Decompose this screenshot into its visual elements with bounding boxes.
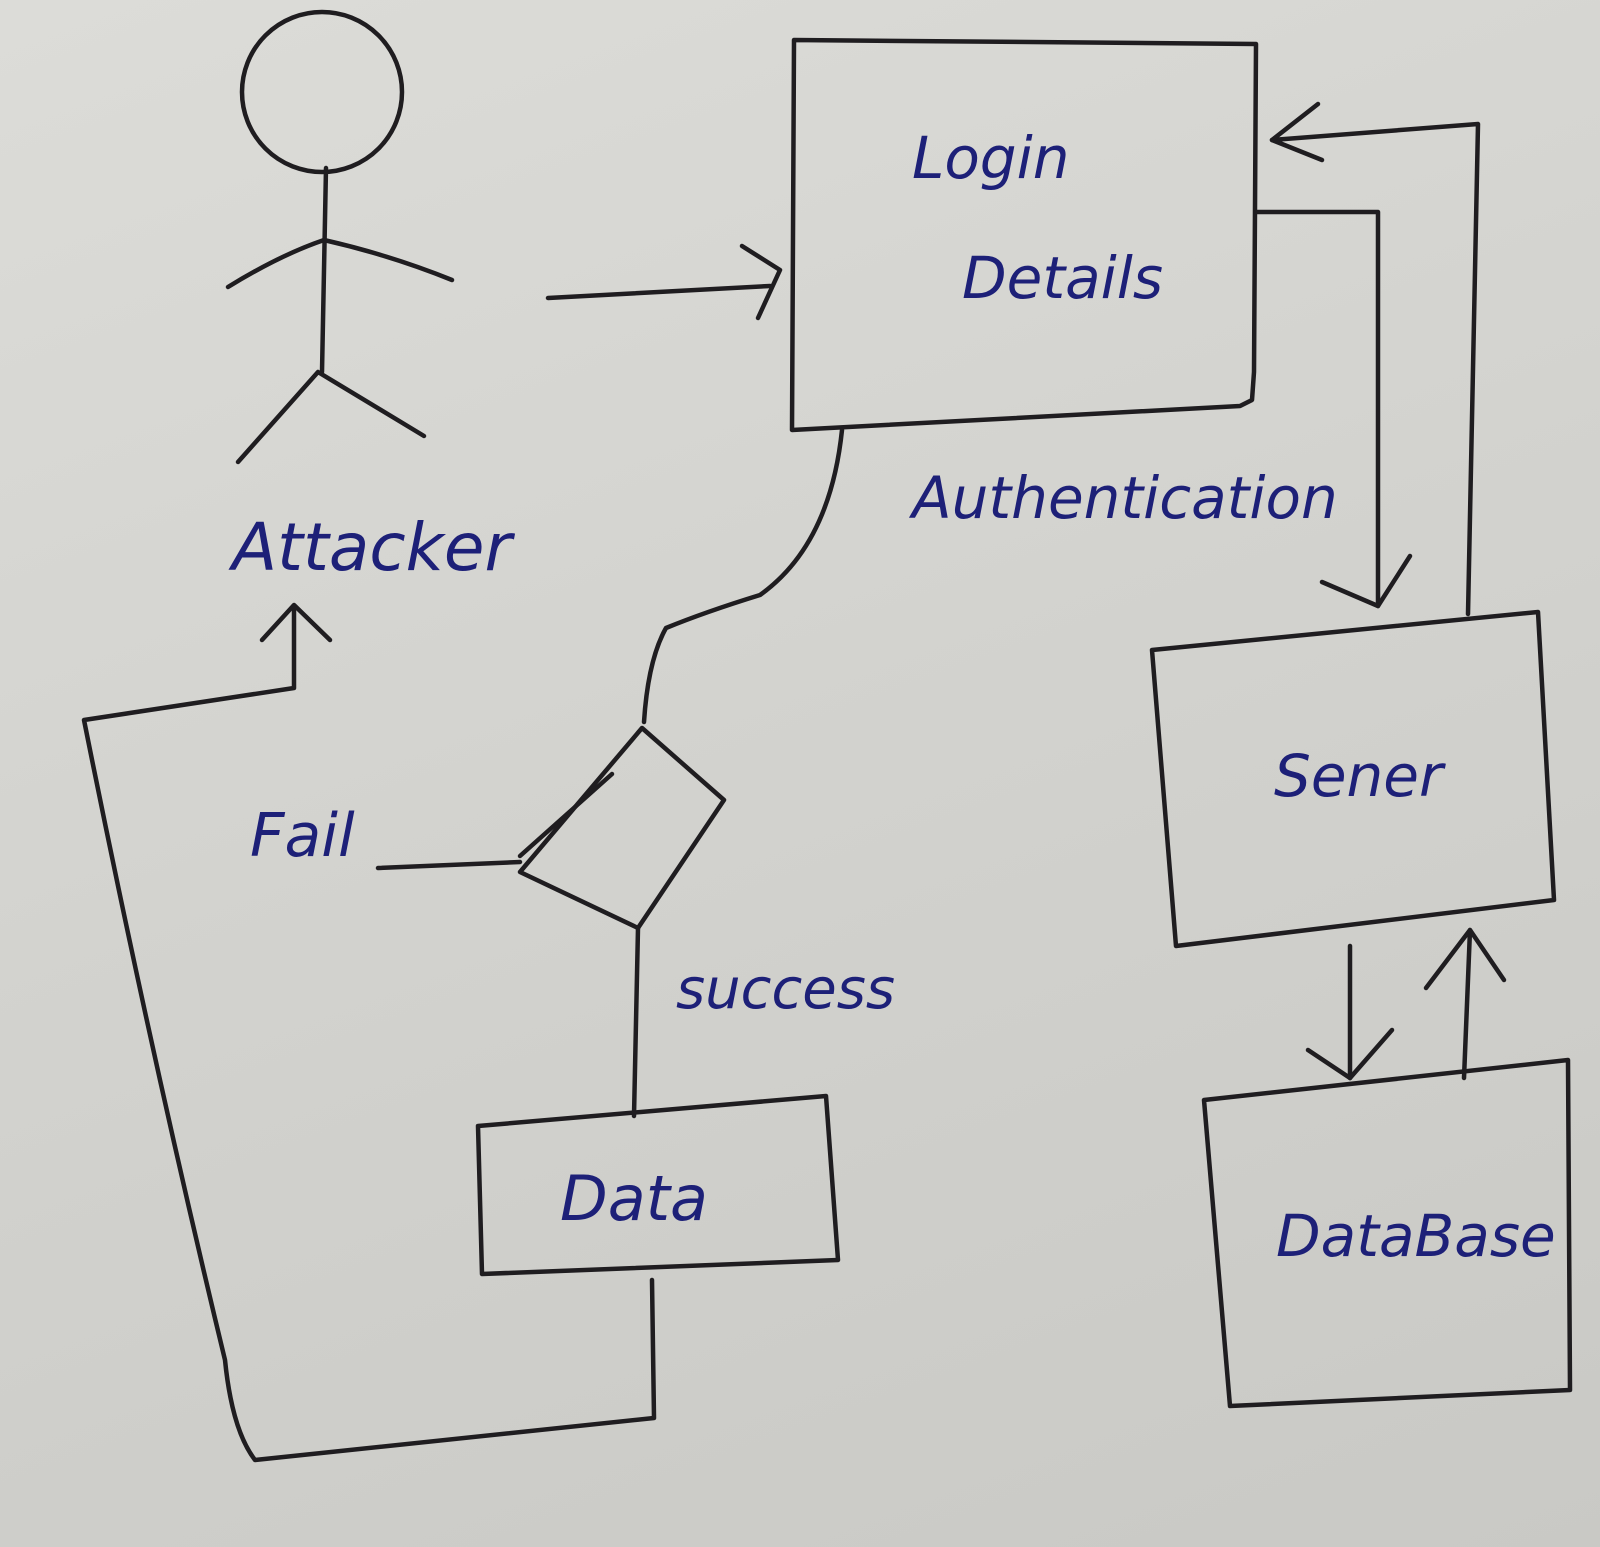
attacker-legs	[235, 369, 427, 465]
success-label: success	[676, 957, 895, 1022]
data-box	[475, 1093, 841, 1277]
attacker-head	[239, 9, 405, 175]
decision-diamond-inner-stroke	[517, 771, 615, 859]
server-to-login-arrow	[1269, 101, 1481, 617]
login-label-line1: Login	[912, 124, 1070, 192]
fail-label: Fail	[250, 801, 355, 871]
attacker-stick-figure	[225, 9, 455, 465]
authentication-connector	[641, 427, 845, 725]
attacker-label: Attacker	[228, 509, 515, 586]
database-label: DataBase	[1276, 1202, 1556, 1270]
attacker-body	[319, 165, 329, 375]
attacker-arms	[225, 237, 455, 290]
login-label-line2: Details	[962, 244, 1163, 312]
login-to-server-arrow	[1253, 209, 1413, 609]
login-details-box	[789, 37, 1259, 433]
fail-connector	[375, 859, 523, 871]
attacker-up-arrowhead	[259, 602, 333, 643]
fail-return-loop	[81, 607, 657, 1463]
server-to-database-arrow	[1305, 943, 1395, 1081]
success-connector	[631, 925, 641, 1119]
database-to-server-arrow	[1423, 927, 1507, 1081]
server-box	[1149, 609, 1557, 949]
server-label: Sener	[1274, 742, 1446, 810]
database-box	[1201, 1057, 1573, 1409]
authentication-label: Authentication	[908, 464, 1338, 532]
attacker-to-login-arrow	[545, 243, 783, 321]
data-label: Data	[560, 1162, 708, 1235]
